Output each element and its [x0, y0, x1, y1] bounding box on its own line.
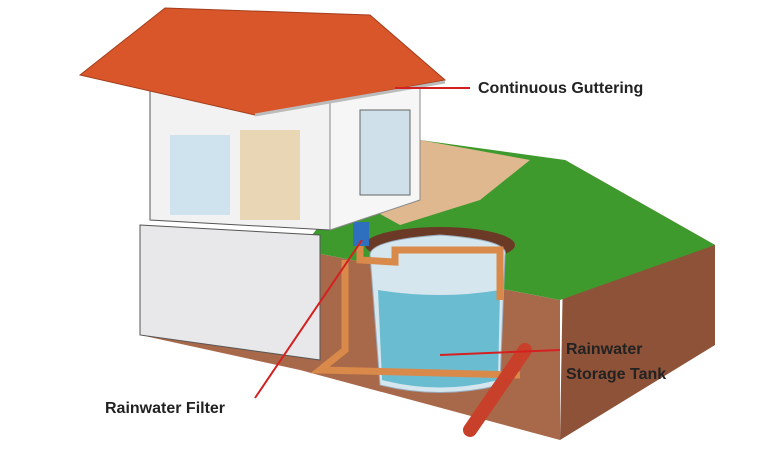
pipe-network — [356, 235, 504, 300]
label-continuous-guttering: Continuous Guttering — [478, 80, 644, 97]
bathroom-tiles — [170, 135, 230, 215]
drain-pipe — [463, 343, 532, 437]
filter-unit — [353, 222, 369, 246]
overflow-pipe — [310, 260, 521, 379]
tank-leader-line — [439, 349, 561, 356]
filter-leader-line — [254, 239, 363, 399]
label-tank-line1: Rainwater — [566, 341, 643, 358]
basement — [139, 224, 321, 361]
label-tank-line2: Storage Tank — [566, 366, 667, 383]
tank-water — [378, 290, 500, 388]
living-room — [240, 130, 300, 220]
label-rainwater-filter: Rainwater Filter — [105, 400, 226, 417]
roof — [78, 7, 447, 116]
glass-doors — [359, 109, 411, 196]
